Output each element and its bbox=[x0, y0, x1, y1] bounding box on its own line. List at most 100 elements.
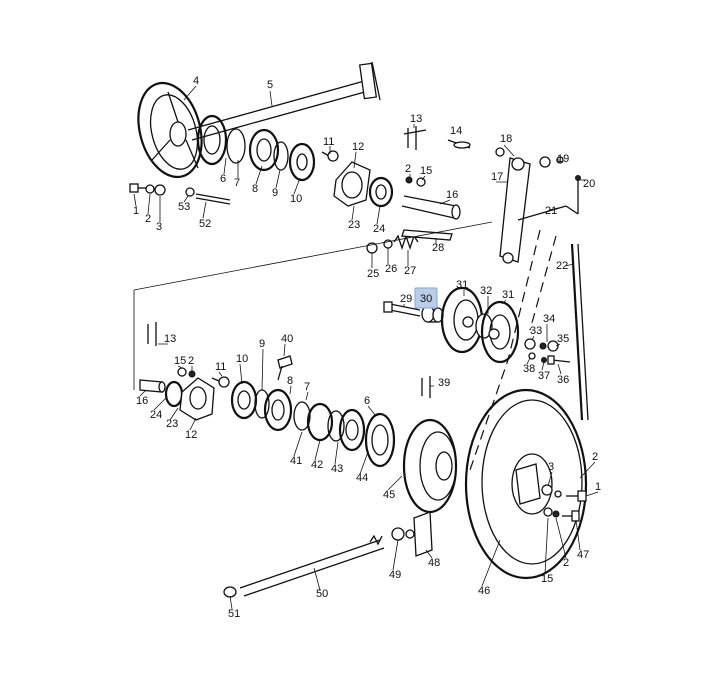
label-12b: 12 bbox=[185, 429, 197, 441]
shaft-part-50 bbox=[239, 534, 385, 597]
label-18: 18 bbox=[500, 133, 512, 145]
assembly-guide-lines bbox=[133, 221, 589, 471]
label-6b: 6 bbox=[364, 395, 370, 407]
label-23a: 23 bbox=[348, 219, 360, 231]
label-11b: 11 bbox=[215, 361, 226, 373]
label-10b: 10 bbox=[236, 353, 248, 365]
pulley-part-31-right bbox=[480, 300, 520, 364]
pin-part-39 bbox=[421, 376, 431, 398]
label-2e: 2 bbox=[563, 557, 569, 569]
nuts-part-2-15-upper bbox=[405, 176, 426, 187]
label-28: 28 bbox=[432, 242, 444, 254]
label-15b: 15 bbox=[174, 355, 186, 367]
label-2b: 2 bbox=[145, 213, 151, 225]
label-40: 40 bbox=[281, 333, 293, 345]
label-13b: 13 bbox=[164, 333, 176, 345]
label-9a: 9 bbox=[272, 187, 278, 199]
label-38: 38 bbox=[523, 363, 535, 375]
bolt-part-52-53 bbox=[185, 187, 231, 205]
bolt-part-11-upper bbox=[321, 150, 339, 162]
pulley-part-4 bbox=[137, 81, 203, 179]
pin-part-13-upper bbox=[403, 126, 427, 150]
bolt-part-29 bbox=[383, 301, 421, 317]
label-41: 41 bbox=[290, 455, 302, 467]
nuts-part-15-2-lower bbox=[177, 367, 196, 378]
label-37: 37 bbox=[538, 370, 550, 382]
label-8a: 8 bbox=[252, 183, 258, 195]
label-24b: 24 bbox=[150, 409, 162, 421]
washers-part-49 bbox=[391, 527, 415, 541]
label-23b: 23 bbox=[166, 418, 178, 430]
shaft-part-16-lower bbox=[139, 379, 166, 393]
label-20: 20 bbox=[583, 178, 595, 190]
label-17: 17 bbox=[491, 171, 503, 183]
label-36: 36 bbox=[557, 374, 569, 386]
large-pulley-part-46 bbox=[464, 388, 588, 580]
label-2d: 2 bbox=[592, 451, 598, 463]
label-42: 42 bbox=[311, 459, 323, 471]
label-26: 26 bbox=[385, 263, 397, 275]
highlight-box-30 bbox=[414, 287, 438, 309]
bolt-part-11-lower bbox=[211, 376, 230, 388]
flange-bearing-upper bbox=[333, 161, 394, 208]
shaft-part-5 bbox=[187, 61, 381, 141]
label-9b: 9 bbox=[259, 338, 265, 350]
label-8b: 8 bbox=[287, 375, 293, 387]
label-16a: 16 bbox=[446, 189, 458, 201]
label-14: 14 bbox=[450, 125, 462, 137]
label-3b: 3 bbox=[548, 461, 554, 473]
label-31a: 31 bbox=[456, 279, 468, 291]
label-1b: 1 bbox=[595, 481, 601, 493]
shaft-part-16-upper bbox=[401, 195, 461, 220]
pin-part-13-lower bbox=[147, 322, 157, 346]
label-7b: 7 bbox=[304, 381, 310, 393]
label-10a: 10 bbox=[290, 193, 302, 205]
label-1a: 1 bbox=[133, 205, 139, 217]
lever-arm-part-17 bbox=[495, 147, 531, 264]
label-52: 52 bbox=[199, 218, 211, 230]
label-2c: 2 bbox=[188, 355, 194, 367]
label-15c: 15 bbox=[541, 573, 553, 585]
label-53: 53 bbox=[178, 201, 190, 213]
bracket-part-48 bbox=[413, 511, 433, 557]
label-29: 29 bbox=[400, 293, 412, 305]
bolts-part-1-2-3-47 bbox=[541, 484, 587, 522]
label-4: 4 bbox=[193, 75, 199, 87]
label-11a: 11 bbox=[323, 136, 334, 148]
label-46: 46 bbox=[478, 585, 490, 597]
label-2a: 2 bbox=[405, 163, 411, 175]
label-24a: 24 bbox=[373, 223, 385, 235]
flange-bearing-lower bbox=[164, 377, 215, 421]
washers-part-33-38 bbox=[524, 338, 571, 365]
label-31b: 31 bbox=[502, 289, 514, 301]
label-13a: 13 bbox=[410, 113, 422, 125]
label-47: 47 bbox=[577, 549, 589, 561]
label-22: 22 bbox=[556, 260, 568, 272]
label-43: 43 bbox=[331, 463, 343, 475]
label-32: 32 bbox=[480, 285, 492, 297]
pulley-part-31-left bbox=[440, 286, 484, 354]
part-labels: 4 5 6 7 8 9 10 11 12 13 14 2 15 16 18 19… bbox=[133, 75, 601, 620]
bearing-part-32 bbox=[475, 313, 493, 339]
label-21: 21 bbox=[545, 205, 557, 217]
washers-part-18-19 bbox=[539, 156, 564, 168]
label-49: 49 bbox=[389, 569, 401, 581]
label-19: 19 bbox=[557, 153, 569, 165]
label-33: 33 bbox=[530, 325, 542, 337]
label-6a: 6 bbox=[220, 173, 226, 185]
screw-part-40 bbox=[277, 355, 293, 381]
label-15a: 15 bbox=[420, 165, 432, 177]
label-35: 35 bbox=[557, 333, 569, 345]
label-39: 39 bbox=[438, 377, 450, 389]
bearing-set-upper bbox=[196, 114, 316, 182]
nut-part-51 bbox=[223, 586, 237, 598]
label-5: 5 bbox=[267, 79, 273, 91]
label-30: 30 bbox=[420, 293, 432, 305]
label-3a: 3 bbox=[156, 221, 162, 233]
label-27: 27 bbox=[404, 265, 416, 277]
label-45: 45 bbox=[383, 489, 395, 501]
label-48: 48 bbox=[428, 557, 440, 569]
label-34: 34 bbox=[543, 313, 555, 325]
label-12a: 12 bbox=[352, 141, 364, 153]
